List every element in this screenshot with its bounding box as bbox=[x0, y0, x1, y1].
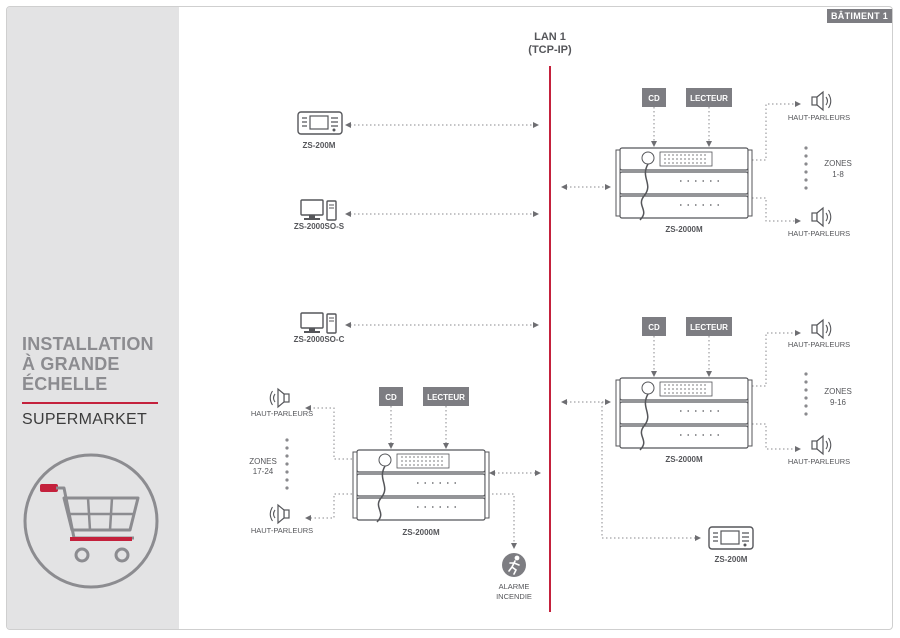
cd-source-box-bottom bbox=[379, 387, 403, 406]
title-divider bbox=[22, 402, 158, 404]
cd-source-label-mid: CD bbox=[648, 323, 660, 332]
zs2000m-bottom-label: ZS-2000M bbox=[402, 528, 440, 537]
lan-protocol-label: (TCP-IP) bbox=[528, 44, 572, 56]
zones-a-label: ZONES bbox=[824, 159, 852, 168]
zones-c-label: ZONES bbox=[249, 457, 277, 466]
alarm-label: ALARME bbox=[499, 582, 530, 591]
speakers-label: HAUT-PARLEURS bbox=[788, 229, 850, 238]
cd-source-label-bottom: CD bbox=[385, 393, 397, 402]
title-line-2: À GRANDE bbox=[22, 354, 120, 374]
speakers-label: HAUT-PARLEURS bbox=[251, 526, 313, 535]
speakers-label: HAUT-PARLEURS bbox=[788, 457, 850, 466]
player-source-box-mid bbox=[686, 317, 732, 336]
speakers-label: HAUT-PARLEURS bbox=[788, 113, 850, 122]
zs2000so-c-computer-icon bbox=[300, 312, 337, 334]
sidebar-subtitle: SUPERMARKET bbox=[22, 411, 148, 428]
zs2000m-rack-mid bbox=[615, 377, 753, 451]
title-line-1: INSTALLATION bbox=[22, 334, 154, 354]
player-source-box-bottom bbox=[423, 387, 469, 406]
cd-source-label-top: CD bbox=[648, 94, 660, 103]
speakers-label: HAUT-PARLEURS bbox=[251, 409, 313, 418]
player-source-label-top: LECTEUR bbox=[690, 94, 728, 103]
sidebar-title: INSTALLATION À GRANDE ÉCHELLE bbox=[22, 334, 172, 394]
zones-b-label: ZONES bbox=[824, 387, 852, 396]
player-source-label-mid: LECTEUR bbox=[690, 323, 728, 332]
zs2000m-rack-bottom bbox=[352, 449, 490, 523]
alarm-label-2: INCENDIE bbox=[496, 592, 532, 601]
speaker-icon bbox=[811, 435, 832, 455]
zs2000m-top-label: ZS-2000M bbox=[665, 225, 703, 234]
zs2000so-s-label: ZS-2000SO-S bbox=[294, 222, 345, 231]
zs200m-left-label: ZS-200M bbox=[303, 141, 336, 150]
zones-b-range: 9-16 bbox=[830, 398, 847, 407]
fire-alarm-icon bbox=[502, 553, 526, 577]
speaker-icon bbox=[811, 207, 832, 227]
zs2000so-s-computer-icon bbox=[300, 199, 337, 221]
sidebar-panel bbox=[7, 7, 179, 629]
zs2000m-mid-label: ZS-2000M bbox=[665, 455, 703, 464]
building-badge: BÂTIMENT 1 bbox=[827, 9, 892, 23]
zs200m-right-label: ZS-200M bbox=[715, 555, 748, 564]
zones-c-range: 17-24 bbox=[253, 467, 274, 476]
shopping-cart-icon bbox=[23, 453, 159, 589]
lan-links bbox=[305, 101, 801, 549]
cd-source-box-top bbox=[642, 88, 666, 107]
zs200m-left-device bbox=[297, 111, 343, 135]
title-line-3: ÉCHELLE bbox=[22, 374, 108, 394]
zones-a-range: 1-8 bbox=[832, 170, 844, 179]
running-person-icon bbox=[508, 555, 520, 575]
speakers-label: HAUT-PARLEURS bbox=[788, 340, 850, 349]
zone-dots-c bbox=[285, 438, 289, 490]
speaker-icon bbox=[269, 504, 290, 524]
player-source-box-top bbox=[686, 88, 732, 107]
speaker-icon bbox=[811, 319, 832, 339]
speaker-icon bbox=[811, 91, 832, 111]
zone-dots-b bbox=[804, 372, 808, 416]
cd-source-box-mid bbox=[642, 317, 666, 336]
zs2000m-rack-top bbox=[615, 147, 753, 221]
zone-dots-a bbox=[804, 146, 808, 190]
zs200m-right-device bbox=[708, 526, 754, 550]
lan-label: LAN 1 bbox=[534, 31, 566, 43]
zs2000so-c-label: ZS-2000SO-C bbox=[294, 335, 345, 344]
speaker-icon bbox=[269, 388, 290, 408]
player-source-label-bottom: LECTEUR bbox=[427, 393, 465, 402]
